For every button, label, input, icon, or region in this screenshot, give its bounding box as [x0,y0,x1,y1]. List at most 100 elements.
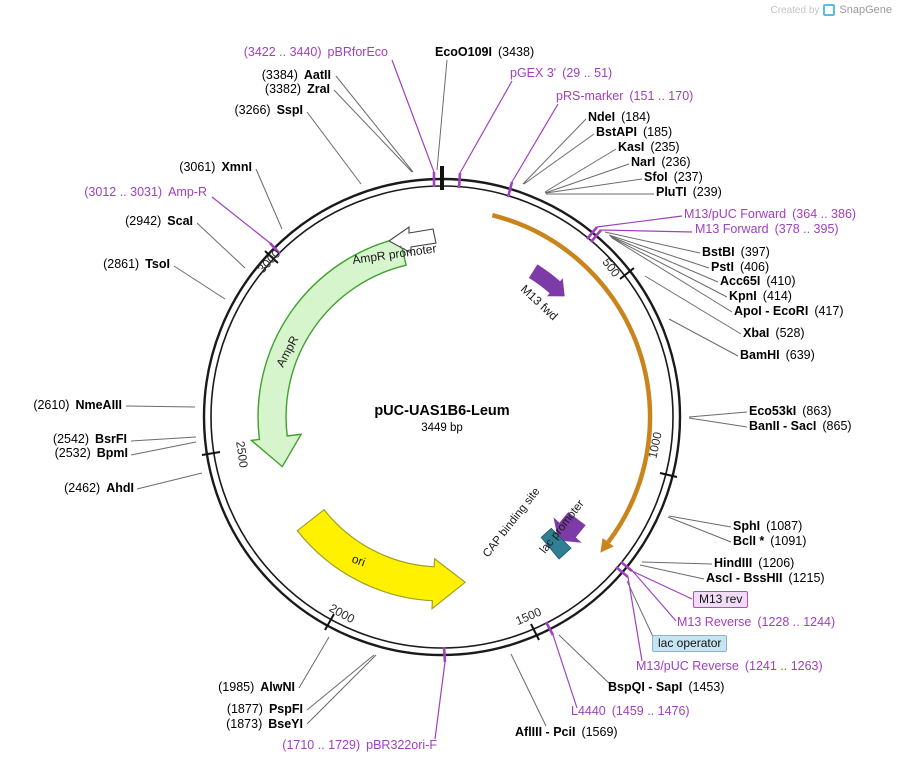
site-label-psti[interactable]: PstI(406) [711,260,769,274]
primer-label-pbrforeco[interactable]: (3422 .. 3440)pBRforEco [244,45,388,59]
site-name: TsoI [145,257,170,271]
site-label-aatii[interactable]: (3384)AatII [262,68,331,82]
site-label-bsrfi[interactable]: (2542)BsrFI [53,432,127,446]
plasmid-name: pUC-UAS1B6-Leum [374,403,510,419]
site-label-bpmi[interactable]: (2532)BpmI [55,446,128,460]
primer-name: M13/pUC Reverse [636,659,739,673]
site-name: NmeAIII [75,398,122,412]
site-name: AscI - BssHII [706,571,783,585]
site-label-asci-bsshii[interactable]: AscI - BssHII(1215) [706,571,825,585]
site-label-bspqi-sapi[interactable]: BspQI - SapI(1453) [608,680,724,694]
primer-label-l4440[interactable]: L4440(1459 .. 1476) [571,704,690,718]
site-position: (236) [661,155,691,169]
site-name: Eco53kI [749,404,797,418]
scale-label-1000: 1000 [645,430,664,459]
site-label-kasi[interactable]: KasI(235) [618,140,680,154]
primer-name: pBRforEco [327,45,388,59]
site-label-bstbi[interactable]: BstBI(397) [702,245,770,259]
site-position: (863) [802,404,832,418]
ampr-feature-arrow[interactable] [249,237,407,468]
primer-label-pbr322ori-f[interactable]: (1710 .. 1729)pBR322ori-F [282,738,437,752]
site-position: (2942) [125,214,162,228]
site-label-afliii-pcii[interactable]: AflIII - PciI (1569) [515,725,618,739]
cap-binding-site-box[interactable] [540,527,572,560]
site-label-zrai[interactable]: (3382)ZraI [265,82,330,96]
site-label-pluti[interactable]: PluTI(239) [656,185,722,199]
primer-label-m13-puc-forward[interactable]: M13/pUC Forward (364 .. 386) [684,207,856,221]
site-label-bstapi[interactable]: BstAPI(185) [596,125,672,139]
m13-rev-boxed-label[interactable]: M13 rev [693,591,749,608]
site-label-tsoi[interactable]: (2861) TsoI [103,257,170,271]
site-label-bamhi[interactable]: BamHI(639) [740,348,815,362]
site-position: (1873) [226,717,263,731]
site-label-bcli[interactable]: BclI *(1091) [733,534,806,548]
lac-operator-boxed-label[interactable]: lac operator [652,635,728,652]
site-label-sfoi[interactable]: SfoI(237) [644,170,703,184]
m13-fwd-primer-arrow[interactable] [528,264,565,297]
site-label-bseyi[interactable]: (1873)BseYI [226,717,303,731]
cap-binding-site-label[interactable]: CAP binding site [481,486,543,560]
site-label-nari[interactable]: NarI(236) [631,155,691,169]
site-name: XbaI [743,326,770,340]
ampr-promoter-leader-dotted [399,245,417,257]
primer-range: (1241 .. 1263) [744,659,823,673]
site-label-alwni[interactable]: (1985)AlwNI [218,680,295,694]
enzyme-leader-lines [125,59,748,727]
site-label-hindiii[interactable]: HindIII(1206) [714,556,794,570]
primer-range: (364 .. 386) [792,207,857,221]
primer-range: (29 .. 51) [562,66,613,80]
primer-label-m13-forward[interactable]: M13 Forward(378 .. 395) [695,222,839,236]
site-label-ahdi[interactable]: (2462)AhdI [64,481,134,495]
site-label-kpni[interactable]: KpnI(414) [729,289,792,303]
ori-feature-arrow[interactable] [296,508,467,610]
site-label-scai[interactable]: (2942) ScaI [125,214,193,228]
site-position: (2532) [54,446,91,460]
site-name: AflIII - PciI [515,725,576,739]
site-position: (1985) [218,680,255,694]
site-position: (3266) [234,103,271,117]
primer-label-prs-marker[interactable]: pRS-marker(151 .. 170) [556,89,693,103]
site-label-nmeaiii[interactable]: (2610) NmeAIII [33,398,122,412]
site-label-sspi[interactable]: (3266)SspI [234,103,303,117]
site-position: (639) [785,348,815,362]
site-label-eco53ki[interactable]: Eco53kI (863) [749,404,831,418]
site-label-pspfi[interactable]: (1877)PspFI [227,702,303,716]
primer-range: (3012 .. 3031) [84,185,163,199]
site-position: (3384) [261,68,298,82]
misc-feature-arc[interactable] [491,213,653,544]
site-position: (3061) [179,160,216,174]
primer-name: L4440 [571,704,606,718]
site-position: (185) [642,125,673,139]
scale-label-3000: 3000 [255,247,284,276]
site-position: (1091) [770,534,807,548]
lac-promoter-arrow[interactable] [553,512,586,543]
primer-name: pBR322ori-F [366,738,437,752]
site-position: (2861) [103,257,140,271]
primer-name: M13/pUC Forward [684,207,787,221]
site-name: SphI [733,519,761,533]
scale-label-1500: 1500 [513,605,543,628]
site-label-xmni[interactable]: (3061) XmnI [179,160,252,174]
site-label-apoi-ecori[interactable]: ApoI - EcoRI(417) [734,304,844,318]
primer-label-m13-reverse[interactable]: M13 Reverse(1228 .. 1244) [677,615,835,629]
site-label-xbai[interactable]: XbaI(528) [743,326,805,340]
site-label-acc65i[interactable]: Acc65I(410) [720,274,796,288]
site-label-ecoo109i[interactable]: EcoO109I(3438) [435,45,534,59]
site-name: XmnI [221,160,252,174]
site-name: PluTI [656,185,687,199]
site-label-banii-saci[interactable]: BanII - SacI(865) [749,419,852,433]
site-position: (1569) [581,725,618,739]
site-name: BsrFI [95,432,127,446]
site-label-ndei[interactable]: NdeI(184) [588,110,650,124]
primer-label-m13-puc-reverse[interactable]: M13/pUC Reverse (1241 .. 1263) [636,659,823,673]
site-position: (2610) [33,398,70,412]
primer-label-pgex-3[interactable]: pGEX 3'(29 .. 51) [510,66,612,80]
site-name: Acc65I [720,274,761,288]
site-position: (414) [762,289,792,303]
site-position: (3438) [497,45,535,59]
site-label-sphi[interactable]: SphI(1087) [733,519,802,533]
ori-label[interactable]: ori [350,552,367,570]
site-name: ScaI [167,214,193,228]
primer-label-amp-r[interactable]: (3012 .. 3031)Amp-R [84,185,207,199]
